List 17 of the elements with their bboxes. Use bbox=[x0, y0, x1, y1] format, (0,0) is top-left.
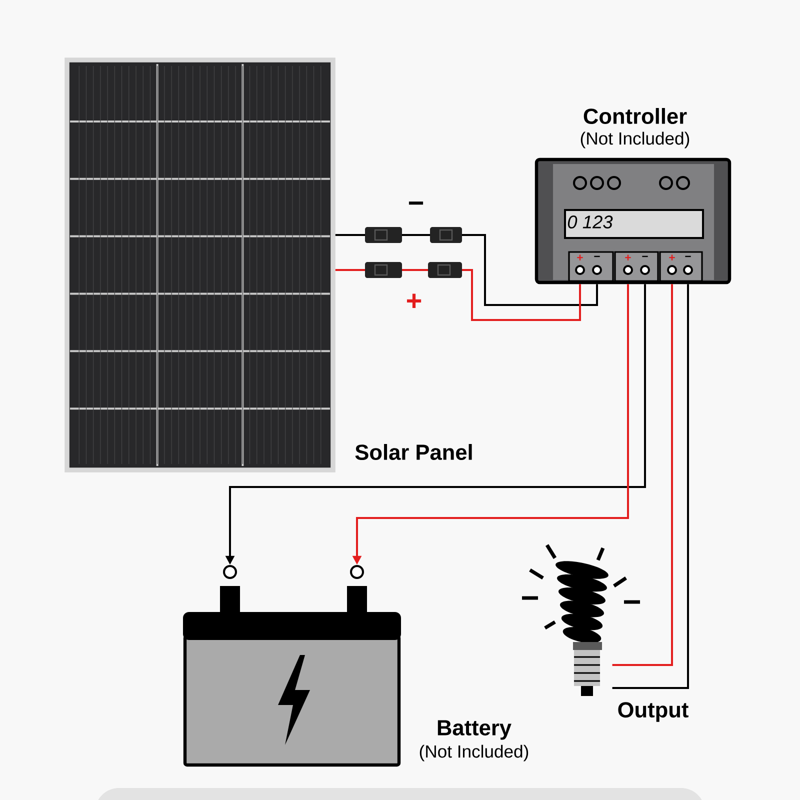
terminal-sign: + bbox=[577, 254, 583, 260]
terminal-sign: − bbox=[642, 256, 648, 258]
node-label: Battery bbox=[438, 720, 512, 740]
terminal-sign: − bbox=[594, 256, 600, 258]
node-label: Output bbox=[618, 702, 688, 722]
polarity-sign: + bbox=[406, 294, 422, 308]
terminal-sign: + bbox=[625, 254, 631, 260]
polarity-sign: − bbox=[408, 202, 424, 205]
wire bbox=[612, 284, 673, 666]
wire bbox=[612, 284, 689, 689]
node-label: Solar Panel bbox=[355, 444, 472, 460]
node-label: (Not Included) bbox=[580, 132, 690, 148]
node-label: (Not Included) bbox=[420, 744, 528, 762]
terminal-sign: + bbox=[669, 254, 675, 260]
terminal-sign: − bbox=[685, 256, 691, 258]
node-label: Controller bbox=[584, 108, 687, 124]
display-reading: 0 123 bbox=[568, 216, 613, 228]
